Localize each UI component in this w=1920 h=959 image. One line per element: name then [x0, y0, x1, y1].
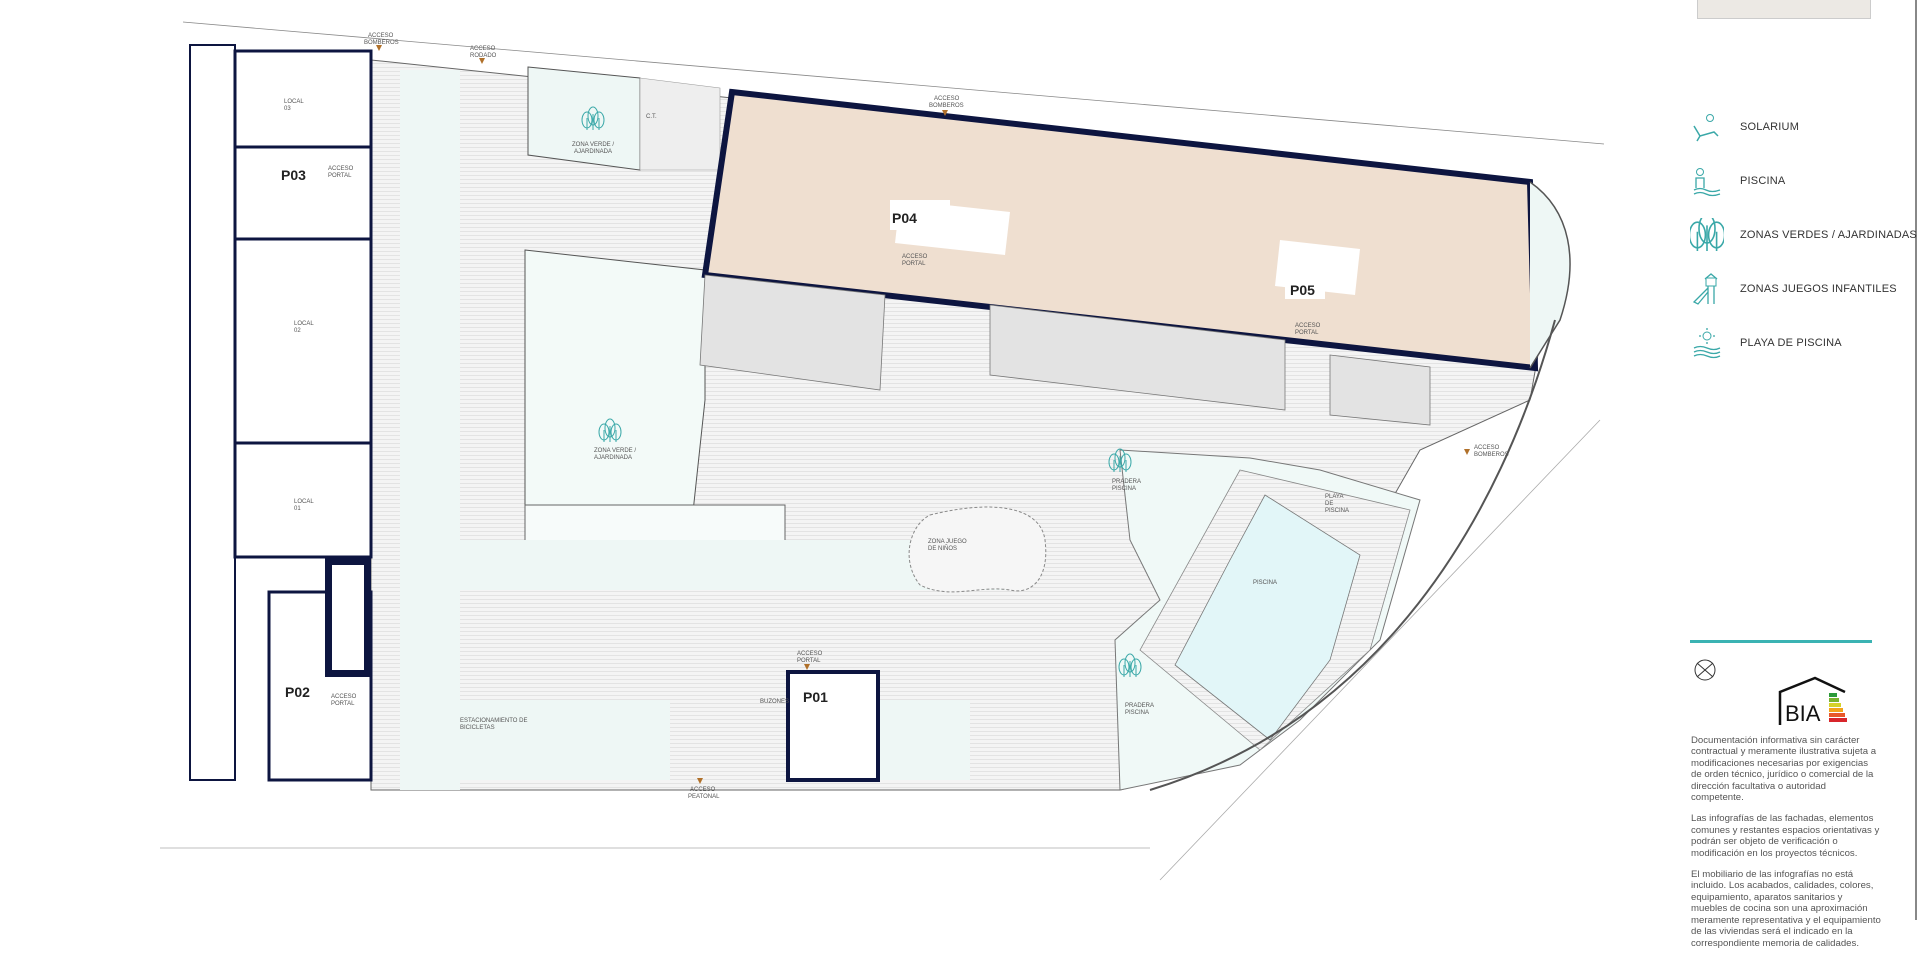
- playground-area: [908, 506, 1047, 593]
- note-paragraph: El mobiliario de las infografías no está…: [1691, 869, 1881, 949]
- svg-text:BOMBEROS: BOMBEROS: [1474, 452, 1509, 458]
- svg-text:PORTAL: PORTAL: [328, 173, 352, 179]
- label-local-02: LOCAL: [294, 321, 314, 327]
- svg-text:DE NIÑOS: DE NIÑOS: [928, 545, 957, 552]
- disclaimer-notes: Documentación informativa sin carácter c…: [1691, 735, 1881, 959]
- label-pradera-piscina: PRADERA: [1125, 703, 1154, 709]
- label-acceso-bomberos: ACCESO: [1474, 445, 1500, 451]
- green-zone-central: [524, 249, 706, 541]
- green-strip: [400, 70, 460, 790]
- svg-text:PORTAL: PORTAL: [797, 658, 821, 664]
- terrace: [699, 274, 886, 391]
- label-zona-verde: ZONA VERDE /: [594, 448, 636, 454]
- label-ct: C.T.: [646, 114, 657, 120]
- label-acceso-rodado: ACCESO: [470, 46, 496, 52]
- label-local-01: LOCAL: [294, 499, 314, 505]
- page-edge: [1915, 0, 1917, 920]
- svg-text:AJARDINADA: AJARDINADA: [574, 149, 612, 155]
- svg-text:01: 01: [294, 506, 301, 512]
- svg-text:DE: DE: [1325, 501, 1333, 507]
- site-boundary: [182, 21, 1605, 145]
- note-paragraph: Las infografías de las fachadas, element…: [1691, 813, 1880, 859]
- label-acceso-bomberos: ACCESO: [934, 96, 960, 102]
- thumbnail-image: [1697, 0, 1871, 19]
- note-paragraph: Documentación informativa sin carácter c…: [1691, 735, 1877, 804]
- label-zona-verde: ZONA VERDE /: [572, 142, 614, 148]
- svg-text:PORTAL: PORTAL: [1295, 330, 1319, 336]
- core-p03: [233, 145, 373, 241]
- svg-text:PORTAL: PORTAL: [902, 261, 926, 267]
- legend-divider: [1690, 640, 1872, 643]
- legend-item-playa: PLAYA DE PISCINA: [1690, 316, 1920, 370]
- local-02: [233, 237, 373, 445]
- label-piscina: PISCINA: [1253, 580, 1277, 586]
- svg-text:BOMBEROS: BOMBEROS: [929, 103, 964, 109]
- svg-text:PEATONAL: PEATONAL: [688, 794, 720, 800]
- label-zona-juego: ZONA JUEGO: [928, 539, 967, 545]
- label-acceso-portal: ACCESO: [902, 254, 928, 260]
- core-label-p01: P01: [803, 689, 828, 705]
- label-acceso-portal: ACCESO: [1295, 323, 1321, 329]
- legend-item-juegos: ZONAS JUEGOS INFANTILES: [1690, 262, 1920, 316]
- svg-text:02: 02: [294, 328, 301, 334]
- label-pradera-piscina: PRADERA: [1112, 479, 1141, 485]
- svg-text:PISCINA: PISCINA: [1112, 486, 1136, 492]
- legend: SOLARIUM PISCINA ZONAS VERDES / AJARDINA…: [1690, 100, 1920, 370]
- pool-icon: [1693, 168, 1721, 197]
- core-label-p02: P02: [285, 684, 310, 700]
- core-label-p04: P04: [892, 210, 917, 226]
- legend-item-solarium: SOLARIUM: [1690, 100, 1920, 154]
- label-acceso-bomberos: ACCESO: [368, 33, 394, 39]
- svg-text:BIA: BIA: [1785, 701, 1821, 726]
- label-buzones: BUZONES: [760, 699, 789, 705]
- svg-text:BICICLETAS: BICICLETAS: [460, 725, 495, 731]
- arcade: [189, 44, 236, 781]
- local-01: [233, 441, 373, 559]
- label-playa-piscina: PLAYA: [1325, 494, 1343, 500]
- terrace: [989, 304, 1286, 411]
- energy-logo: BIA: [1778, 676, 1847, 726]
- solarium-icon: [1693, 114, 1719, 142]
- svg-text:AJARDINADA: AJARDINADA: [594, 455, 632, 461]
- pool-beach-icon: [1693, 328, 1721, 359]
- svg-text:RODADO: RODADO: [470, 53, 497, 59]
- svg-text:03: 03: [284, 106, 291, 112]
- label-bicicletas: ESTACIONAMIENTO DE: [460, 718, 527, 724]
- label-acceso-portal: ACCESO: [331, 694, 357, 700]
- core-label-p03: P03: [281, 167, 306, 183]
- legend-item-piscina: PISCINA: [1690, 154, 1920, 208]
- label-acceso-peatonal: ACCESO: [690, 787, 716, 793]
- label-acceso-portal: ACCESO: [328, 166, 354, 172]
- terrace: [1329, 354, 1431, 426]
- label-local-03: LOCAL: [284, 99, 304, 105]
- svg-text:PISCINA: PISCINA: [1125, 710, 1149, 716]
- legend-item-zonas-verdes: ZONAS VERDES / AJARDINADAS: [1690, 208, 1920, 262]
- core-label-p05: P05: [1290, 282, 1315, 298]
- svg-text:PORTAL: PORTAL: [331, 701, 355, 707]
- svg-text:PISCINA: PISCINA: [1325, 508, 1349, 514]
- playground-icon: [1692, 273, 1718, 305]
- pool: [1174, 494, 1361, 741]
- trees-icon: [1690, 218, 1724, 252]
- residential-block: [701, 88, 1539, 372]
- north-arrow-icon: [1694, 659, 1716, 681]
- label-acceso-portal: ACCESO: [797, 651, 823, 657]
- curved-boundary: [1149, 319, 1556, 791]
- core-p01: [786, 670, 880, 782]
- svg-text:BOMBEROS: BOMBEROS: [364, 40, 399, 46]
